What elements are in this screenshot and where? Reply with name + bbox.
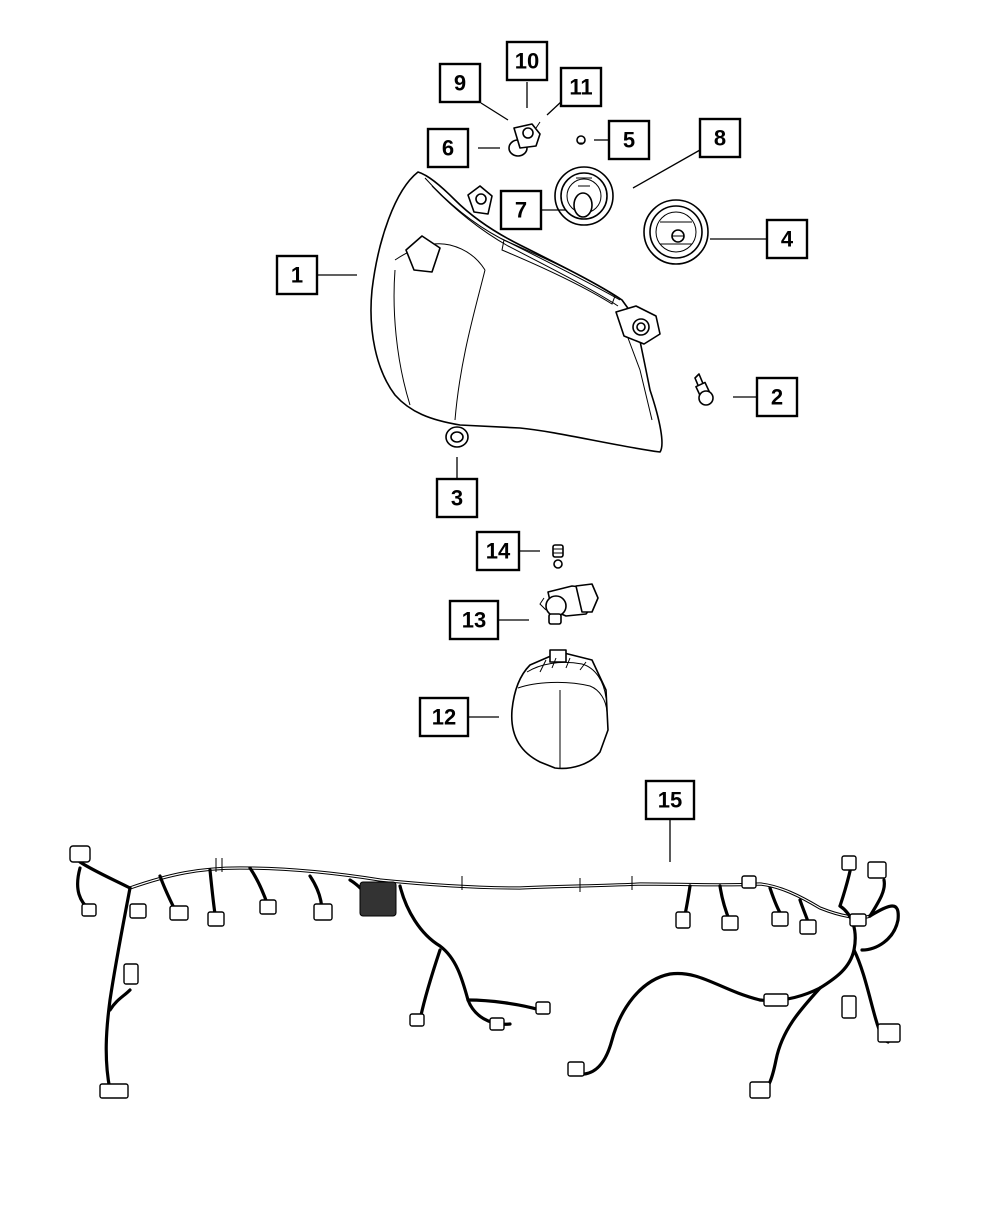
connector [841,855,857,871]
callout-14: 14 [475,530,521,572]
connector [675,911,691,929]
callout-label: 2 [771,385,783,410]
connector [849,913,867,927]
connector [867,861,887,879]
callout-3: 3 [435,477,479,519]
connector [763,993,789,1007]
callout-12: 12 [418,696,470,738]
screw-part-2 [694,373,714,406]
grommet-part-3 [445,426,469,448]
connector [841,995,857,1019]
callout-label: 5 [623,128,635,153]
connector [123,963,139,985]
leader-lines [318,82,766,862]
callout-5: 5 [607,119,651,161]
connector [169,905,189,921]
callout-label: 12 [432,705,456,730]
small-bulb-part-14 [552,544,564,569]
connector [799,919,817,935]
connector [567,1061,585,1077]
connector [129,903,147,919]
bulb-assembly-part-6 [508,121,541,157]
bulb-socket-part-7 [554,166,614,226]
callout-4: 4 [765,218,809,260]
connector [207,911,225,927]
callout-1: 1 [275,254,319,296]
connector [409,1013,425,1027]
callout-label: 6 [442,136,454,161]
headlamp-assembly [370,171,663,453]
callout-label: 9 [454,71,466,96]
callout-label: 8 [714,126,726,151]
fog-bulb-part-13 [539,583,599,625]
connector [99,1083,129,1099]
callout-11: 11 [559,66,603,108]
wiring-harness-part-15 [69,845,901,1099]
callout-label: 10 [515,49,539,74]
small-bulb-part-5 [576,135,586,145]
callout-13: 13 [448,599,500,641]
connector [749,1081,771,1099]
callout-label: 3 [451,486,463,511]
connector [535,1001,551,1015]
connector [313,903,333,921]
connector [741,875,757,889]
connector [259,899,277,915]
callout-8: 8 [698,117,742,159]
callout-label: 4 [781,227,794,252]
callout-label: 11 [569,75,592,100]
bulb-socket-part-4 [643,199,709,265]
callout-2: 2 [755,376,799,418]
connector [877,1023,901,1043]
callout-label: 14 [486,539,511,564]
callout-label: 1 [291,263,303,288]
connector [721,915,739,931]
connector [81,903,97,917]
callout-6: 6 [426,127,470,169]
callout-9: 9 [438,62,482,104]
callout-10: 10 [505,40,549,82]
callout-label: 13 [462,608,486,633]
callout-label: 7 [515,198,527,223]
connector [69,845,91,863]
callout-7: 7 [499,189,543,231]
callout-label: 15 [658,788,682,813]
connector [489,1017,505,1031]
callout-15: 15 [644,779,696,821]
connector [771,911,789,927]
fog-lamp-part-12 [510,649,609,770]
connector-block [359,881,397,917]
